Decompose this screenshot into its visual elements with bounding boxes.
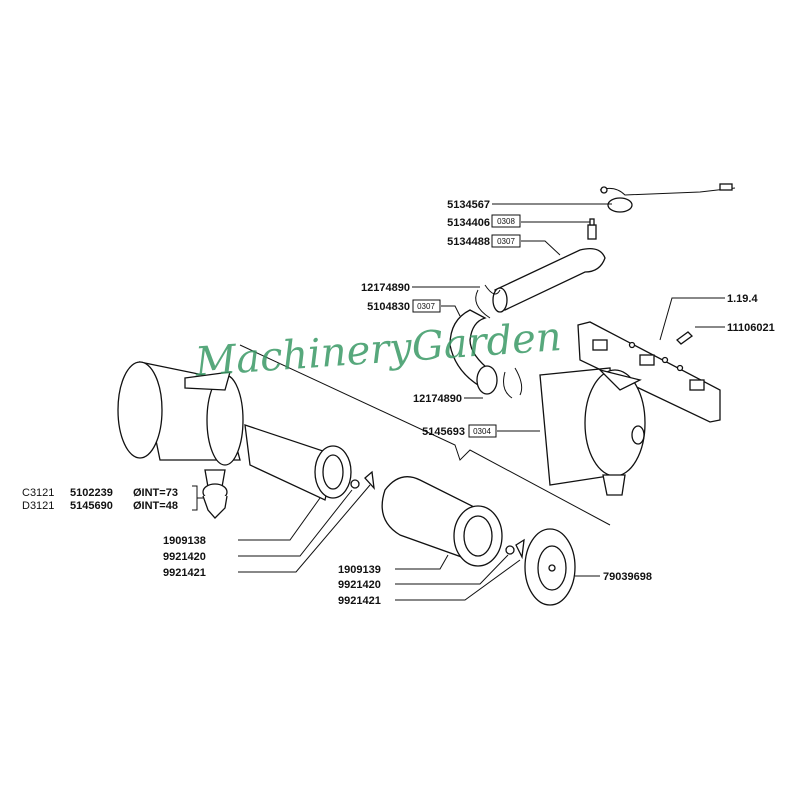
label-air-cleaner-code: 0304: [473, 427, 491, 436]
dust-cup: [202, 483, 228, 519]
code-box: [412, 299, 441, 313]
mounting-bracket: [577, 321, 721, 423]
label-lower-hose: 5104830: [367, 301, 410, 313]
label-cup-d-model: D3121: [22, 500, 54, 512]
code-box: [491, 214, 521, 228]
wing-nut: [515, 538, 525, 560]
label-cup-d-dim: ØINT=48: [133, 500, 178, 512]
label-upper-hose-code: 0307: [497, 237, 515, 246]
hose-clamp-upper: [475, 284, 501, 319]
hose-clamp-lower: [503, 367, 523, 399]
air-cleaner-left: [117, 361, 244, 488]
assembly-axis-line: [239, 344, 611, 526]
label-bracket-ref[interactable]: 1.19.4: [727, 293, 758, 305]
label-cup-c-part: 5102239: [70, 487, 113, 499]
label-harness: 5134567: [447, 199, 490, 211]
lower-hose: [449, 309, 498, 395]
air-cleaner-housing: [539, 367, 646, 496]
label-cup-d-part: 5145690: [70, 500, 113, 512]
label-bolt: 11106021: [727, 322, 775, 334]
label-clamp-lower: 12174890: [413, 393, 462, 405]
label-cup-c-model: C3121: [22, 487, 54, 499]
label-lower-hose-code: 0307: [417, 302, 435, 311]
label-filter-outer: 1909139: [338, 564, 381, 576]
label-cup-c-dim: ØINT=73: [133, 487, 178, 499]
label-air-cleaner: 5145693: [422, 426, 465, 438]
code-box: [491, 234, 521, 248]
leader-lines: [192, 203, 725, 601]
washer: [350, 479, 360, 489]
code-box: [468, 424, 497, 438]
bolt: [676, 331, 693, 345]
label-filter-inner: 1909138: [163, 535, 206, 547]
label-wingnut-2: 9921421: [338, 595, 381, 607]
outer-filter: [381, 476, 503, 567]
upper-hose: [492, 247, 606, 313]
label-cover: 79039698: [603, 571, 652, 583]
inner-filter: [244, 424, 352, 501]
label-clamp-upper: 12174890: [361, 282, 410, 294]
end-cover: [524, 528, 576, 606]
wing-nut: [364, 470, 375, 490]
label-washer-2: 9921420: [338, 579, 381, 591]
label-wingnut-1: 9921421: [163, 567, 206, 579]
label-upper-hose: 5134488: [447, 236, 490, 248]
label-sensor-code: 0308: [497, 217, 515, 226]
wiring-harness: [599, 183, 736, 213]
label-washer-1: 9921420: [163, 551, 206, 563]
watermark: MachineryGarden: [193, 314, 563, 386]
washer: [505, 545, 515, 555]
label-sensor: 5134406: [447, 217, 490, 229]
